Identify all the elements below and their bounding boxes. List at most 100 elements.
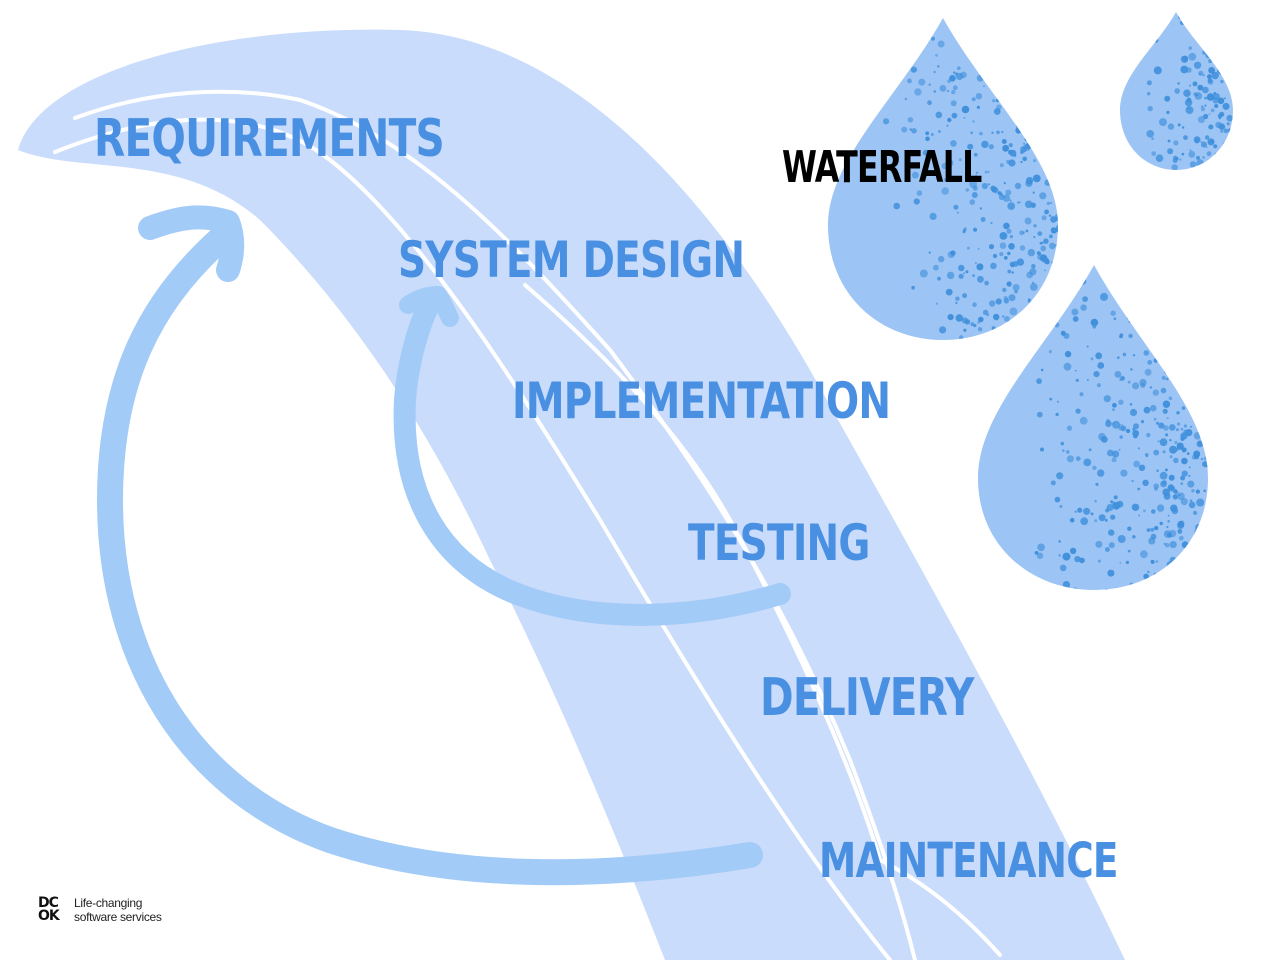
speckle-dot [1179,158,1182,161]
speckle-dot [1026,66,1033,73]
speckle-dot [1180,20,1185,26]
speckle-dot [1125,305,1131,311]
speckle-dot [1194,529,1198,533]
speckle-dot [1168,474,1175,481]
speckle-dot [1173,457,1179,464]
speckle-dot [1074,369,1077,372]
speckle-dot [1181,284,1187,291]
speckle-dot [1224,151,1227,154]
speckle-dot [1165,370,1169,374]
speckle-dot [1056,110,1058,114]
speckle-dot [925,131,930,136]
speckle-dot [1033,236,1036,238]
speckle-dot [928,251,931,254]
speckle-dot [952,85,958,91]
speckle-dot [1105,279,1112,286]
speckle-dot [945,288,953,296]
speckle-dot [1176,290,1184,298]
speckle-dot [1049,234,1053,239]
speckle-dot [1037,231,1043,237]
speckle-dot [1063,273,1066,276]
speckle-dot [1002,75,1010,83]
speckle-dot [1119,334,1123,339]
speckle-dot [1162,408,1168,414]
speckle-dot [1166,525,1169,529]
speckle-dot [919,269,928,278]
speckle-dot [1187,405,1192,410]
speckle-dot [1005,189,1012,196]
speckle-dot [1206,27,1215,36]
speckle-dot [984,35,990,42]
speckle-dot [1032,23,1036,26]
speckle-dot [939,85,947,92]
speckle-dot [1047,32,1054,39]
speckle-dot [1074,510,1077,513]
speckle-dot [1186,297,1190,300]
speckle-dot [1008,159,1016,167]
speckle-dot [1181,126,1185,129]
speckle-dot [1207,78,1213,84]
speckle-dot [1054,67,1058,73]
speckle-dot [1191,337,1197,343]
speckle-dot [1103,395,1111,403]
speckle-dot [1060,441,1065,446]
speckle-dot [1156,574,1164,582]
speckle-dot [1216,161,1225,169]
speckle-dot [1217,171,1220,174]
speckle-dot [955,296,960,301]
speckle-dot [1008,149,1013,155]
speckle-dot [999,54,1005,60]
speckle-dot [1141,420,1145,424]
speckle-dot [1177,529,1183,534]
speckle-dot [1231,62,1233,67]
speckle-dot [1150,404,1157,412]
speckle-dot [1204,104,1207,107]
speckle-dot [1205,135,1210,140]
speckle-dot [993,313,1000,321]
speckle-dot [1034,551,1039,555]
speckle-dot [1169,445,1178,454]
speckle-dot [1011,271,1014,274]
speckle-dot [1008,294,1016,302]
speckle-dot [1213,167,1217,170]
speckle-dot [1016,258,1025,266]
speckle-dot [1222,15,1227,21]
speckle-dot [957,18,964,25]
speckle-dot [1188,474,1191,478]
speckle-dot [1093,371,1100,378]
speckle-dot [949,75,956,82]
speckle-dot [911,171,919,179]
speckle-dot [997,191,1002,196]
speckle-dot [1214,152,1218,156]
speckle-dot [1167,148,1174,155]
speckle-dot [1032,174,1041,183]
speckle-dot [1003,296,1008,301]
speckle-dot [1048,79,1057,88]
speckle-dot [1086,379,1089,381]
speckle-dot [1223,97,1227,100]
speckle-dot [1205,51,1213,59]
speckle-dot [1062,581,1070,589]
speckle-dot [1163,579,1171,587]
speckle-dot [1162,296,1166,300]
speckle-dot [1206,151,1212,157]
speckle-dot [1167,294,1169,296]
speckle-dot [1195,13,1204,22]
speckle-dot [1146,130,1154,138]
speckle-dot [1109,589,1113,590]
speckle-dot [1195,348,1199,351]
stage-testing: TESTING [688,514,870,572]
speckle-dot [1227,138,1232,142]
speckle-dot [1055,153,1058,162]
speckle-dot [1142,290,1145,293]
speckle-dot [987,183,991,186]
speckle-dot [1126,316,1130,320]
speckle-dot [961,317,969,324]
speckle-dot [1119,375,1125,381]
speckle-dot [901,126,908,133]
speckle-dot [1146,91,1151,96]
speckle-dot [1218,158,1223,163]
speckle-dot [988,144,994,150]
speckle-dot [1009,307,1018,316]
speckle-dot [1174,440,1178,444]
